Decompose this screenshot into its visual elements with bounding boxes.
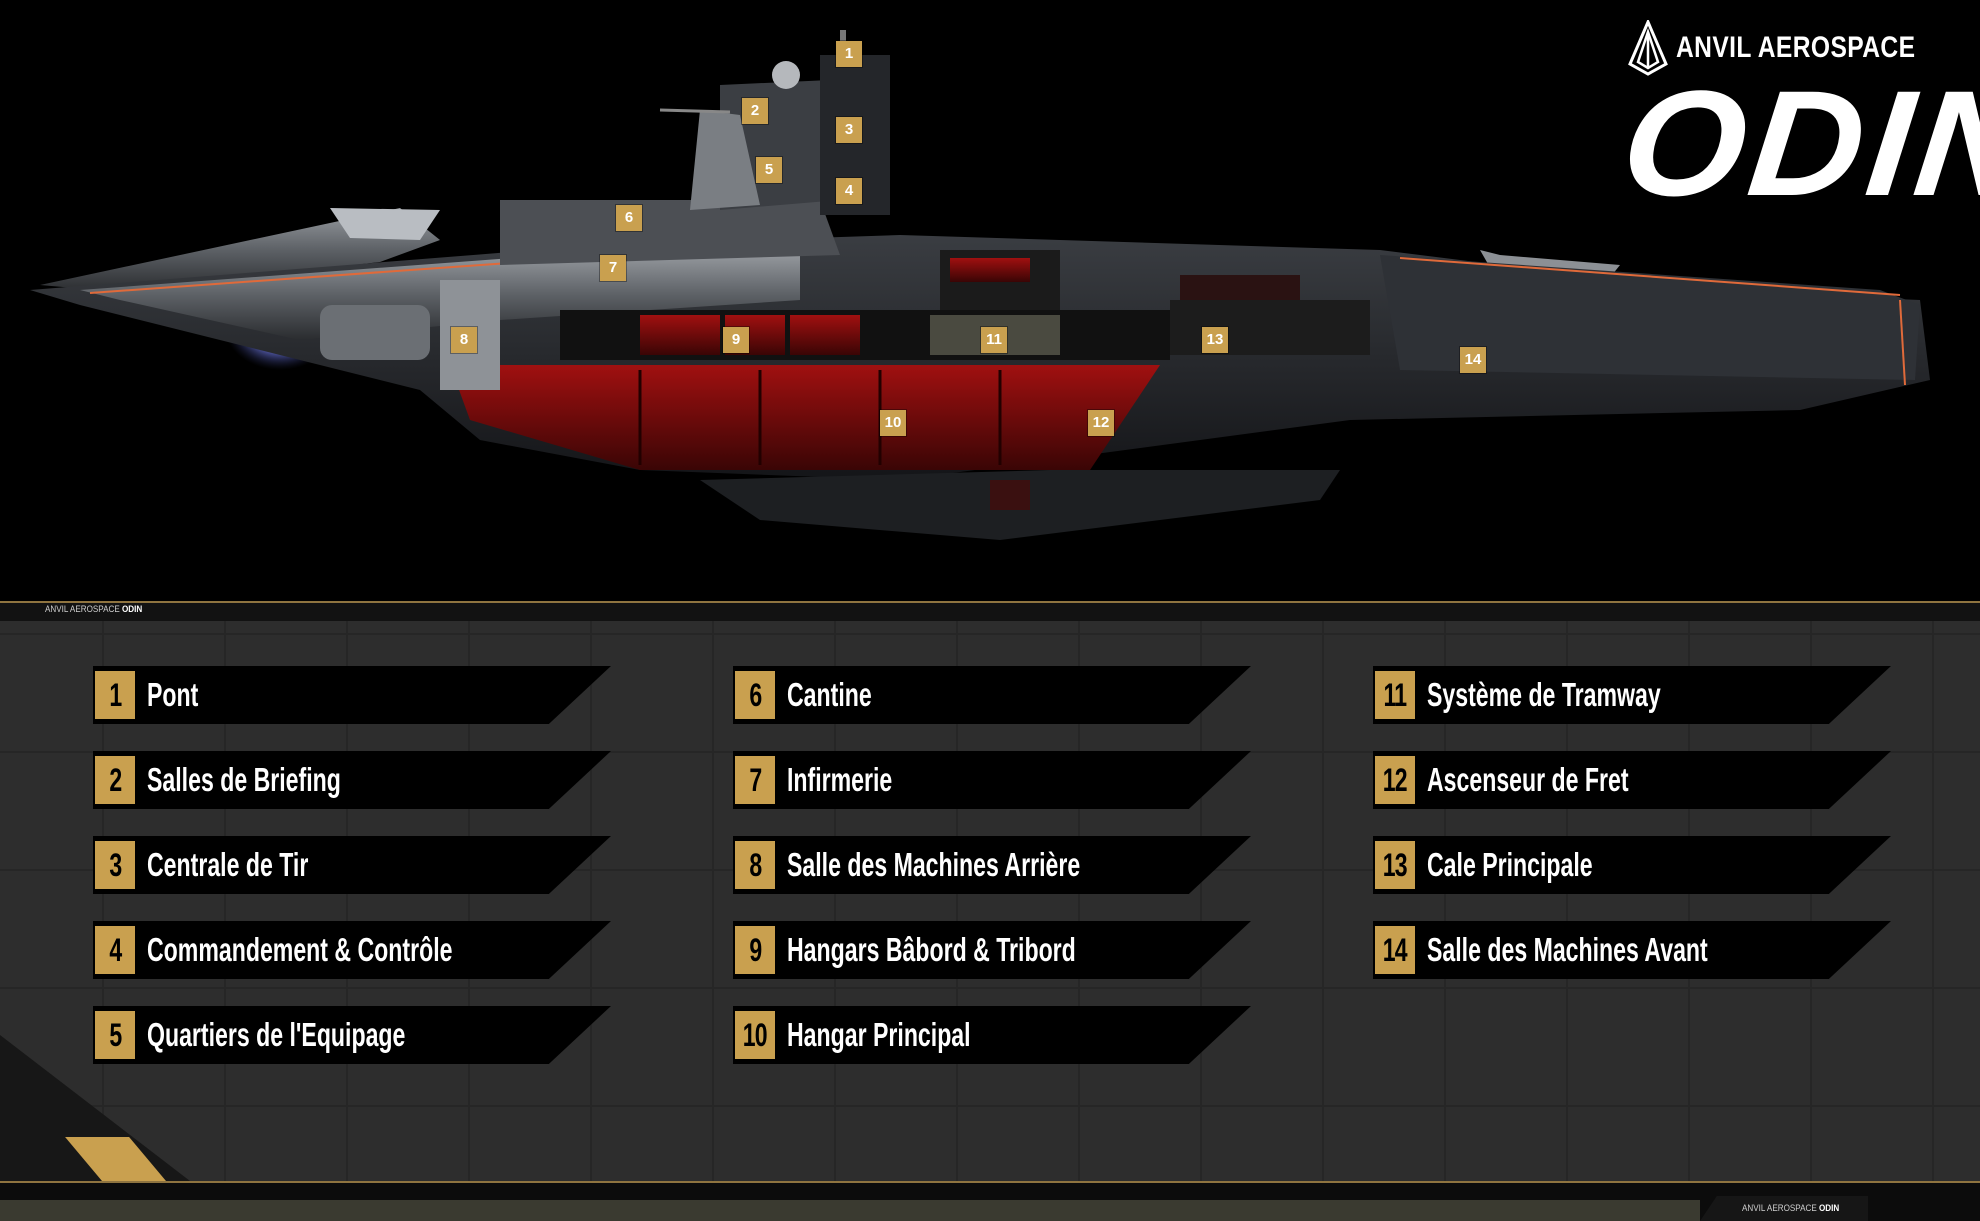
strip-label-prefix: ANVIL AEROSPACE bbox=[45, 604, 120, 614]
main-hangar-cutaway bbox=[450, 365, 1160, 470]
callout-8: 8 bbox=[451, 327, 477, 353]
legend-item-label: Quartiers de l'Equipage bbox=[147, 1016, 406, 1053]
legend-item-bar bbox=[93, 1006, 611, 1064]
callout-4: 4 bbox=[836, 178, 862, 204]
callout-3: 3 bbox=[836, 117, 862, 143]
legend-item-7: 7 Infirmerie bbox=[733, 751, 1253, 809]
callout-2: 2 bbox=[742, 98, 768, 124]
divider-line bbox=[0, 601, 1980, 603]
legend-item-1: 1 Pont bbox=[93, 666, 613, 724]
legend-item-label: Ascenseur de Fret bbox=[1427, 761, 1629, 798]
legend-item-bar bbox=[93, 666, 611, 724]
legend-item-bar bbox=[93, 921, 611, 979]
legend-item-8: 8 Salle des Machines Arrière bbox=[733, 836, 1253, 894]
legend-item-bar bbox=[733, 921, 1251, 979]
legend-item-label: Commandement & Contrôle bbox=[147, 931, 453, 968]
legend-item-number: 9 bbox=[735, 926, 775, 974]
footer-label: ANVIL AEROSPACE ODIN bbox=[1742, 1203, 1839, 1213]
legend-item-number: 10 bbox=[735, 1011, 775, 1059]
callout-1: 1 bbox=[836, 41, 862, 67]
ship-name: ODIN bbox=[1614, 59, 1980, 227]
legend-item-2: 2 Salles de Briefing bbox=[93, 751, 613, 809]
callout-14: 14 bbox=[1460, 347, 1486, 373]
legend-item-label: Cale Principale bbox=[1427, 846, 1593, 883]
legend-item-number: 7 bbox=[735, 756, 775, 804]
strip-label-ship: ODIN bbox=[121, 604, 143, 614]
legend-item-number: 8 bbox=[735, 841, 775, 889]
legend-item-9: 9 Hangars Bâbord & Tribord bbox=[733, 921, 1253, 979]
ship-cutaway-illustration: 1 2 3 4 5 6 7 8 9 10 11 12 13 14 ANVIL A… bbox=[0, 0, 1980, 600]
legend-item-number: 6 bbox=[735, 671, 775, 719]
legend-item-label: Salle des Machines Avant bbox=[1427, 931, 1708, 968]
legend-item-14: 14 Salle des Machines Avant bbox=[1373, 921, 1893, 979]
legend-item-label: Pont bbox=[147, 676, 199, 713]
legend-item-label: Hangars Bâbord & Tribord bbox=[787, 931, 1076, 968]
legend-item-number: 2 bbox=[95, 756, 135, 804]
legend-item-label: Centrale de Tir bbox=[147, 846, 309, 883]
legend-item-11: 11 Système de Tramway bbox=[1373, 666, 1893, 724]
callout-11: 11 bbox=[981, 327, 1007, 353]
legend-item-number: 14 bbox=[1375, 926, 1415, 974]
label-strip bbox=[0, 603, 1980, 621]
legend-item-number: 1 bbox=[95, 671, 135, 719]
legend-item-6: 6 Cantine bbox=[733, 666, 1253, 724]
brand-line: ANVIL AEROSPACE bbox=[1628, 20, 1968, 76]
callout-5: 5 bbox=[756, 157, 782, 183]
brand-block: ANVIL AEROSPACE ODIN bbox=[1614, 12, 1980, 227]
legend-item-5: 5 Quartiers de l'Equipage bbox=[93, 1006, 613, 1064]
legend-item-12: 12 Ascenseur de Fret bbox=[1373, 751, 1893, 809]
legend-item-bar bbox=[93, 836, 611, 894]
legend-item-bar bbox=[1373, 751, 1891, 809]
rear-wing bbox=[40, 208, 440, 292]
legend-item-4: 4 Commandement & Contrôle bbox=[93, 921, 613, 979]
strip-label: ANVIL AEROSPACE ODIN bbox=[45, 604, 142, 614]
anvil-logo-icon bbox=[1628, 20, 1668, 76]
legend-item-number: 12 bbox=[1375, 756, 1415, 804]
legend-item-number: 13 bbox=[1375, 841, 1415, 889]
legend-item-label: Salle des Machines Arrière bbox=[787, 846, 1081, 883]
legend-item-label: Cantine bbox=[787, 676, 872, 713]
legend-item-bar bbox=[93, 751, 611, 809]
footer-bar bbox=[0, 1200, 1700, 1221]
legend-item-label: Système de Tramway bbox=[1427, 676, 1661, 713]
manufacturer-name: ANVIL AEROSPACE bbox=[1676, 31, 1916, 64]
legend-item-number: 4 bbox=[95, 926, 135, 974]
callout-6: 6 bbox=[616, 205, 642, 231]
callout-7: 7 bbox=[600, 255, 626, 281]
footer-tab bbox=[1700, 1196, 1868, 1221]
footer-label-ship: ODIN bbox=[1818, 1203, 1840, 1213]
legend-item-bar bbox=[733, 836, 1251, 894]
callout-9: 9 bbox=[723, 327, 749, 353]
legend-item-bar bbox=[1373, 836, 1891, 894]
legend-item-bar bbox=[733, 666, 1251, 724]
legend-item-3: 3 Centrale de Tir bbox=[93, 836, 613, 894]
callout-10: 10 bbox=[880, 410, 906, 436]
callout-13: 13 bbox=[1202, 327, 1228, 353]
legend-item-number: 3 bbox=[95, 841, 135, 889]
legend-item-label: Hangar Principal bbox=[787, 1016, 971, 1053]
footer-label-prefix: ANVIL AEROSPACE bbox=[1742, 1203, 1817, 1213]
legend-item-bar bbox=[1373, 921, 1891, 979]
legend-item-number: 11 bbox=[1375, 671, 1415, 719]
legend-item-10: 10 Hangar Principal bbox=[733, 1006, 1253, 1064]
callout-12: 12 bbox=[1088, 410, 1114, 436]
legend-item-bar bbox=[1373, 666, 1891, 724]
legend-item-13: 13 Cale Principale bbox=[1373, 836, 1893, 894]
legend-item-bar bbox=[733, 751, 1251, 809]
legend-item-number: 5 bbox=[95, 1011, 135, 1059]
legend-item-label: Infirmerie bbox=[787, 761, 893, 798]
footer-divider bbox=[0, 1181, 1980, 1183]
legend-item-label: Salles de Briefing bbox=[147, 761, 341, 798]
legend-item-bar bbox=[733, 1006, 1251, 1064]
